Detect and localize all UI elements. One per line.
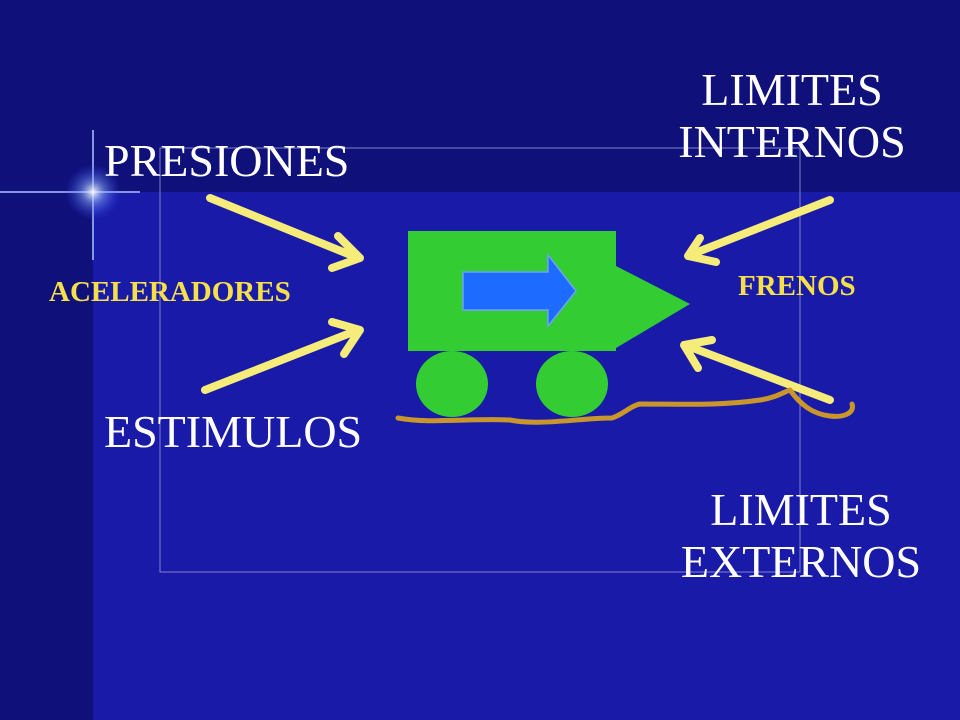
right-arrow-icon (462, 252, 577, 329)
label-limites-externos-line1: LIMITES (710, 484, 892, 535)
arrow-estimulos (201, 318, 364, 394)
arrow-limites-externos (680, 336, 834, 404)
label-limites-externos-line2: EXTERNOS (680, 535, 922, 587)
road-line (395, 387, 855, 425)
label-limites-internos-line1: LIMITES (701, 64, 883, 115)
frame-rectangle (159, 147, 801, 573)
label-limites-internos-line2: INTERNOS (678, 115, 906, 167)
label-frenos: FRENOS (738, 270, 856, 302)
label-aceleradores: ACELERADORES (49, 276, 291, 308)
arrow-presiones (206, 194, 364, 272)
label-limites-internos: LIMITES INTERNOS (676, 64, 908, 167)
label-limites-externos: LIMITES EXTERNOS (676, 484, 926, 587)
label-presiones: PRESIONES (104, 135, 350, 186)
arrow-limites-internos (684, 196, 834, 266)
star-flare-icon (0, 130, 140, 260)
truck-icon (408, 231, 690, 417)
label-estimulos: ESTIMULOS (104, 406, 363, 457)
